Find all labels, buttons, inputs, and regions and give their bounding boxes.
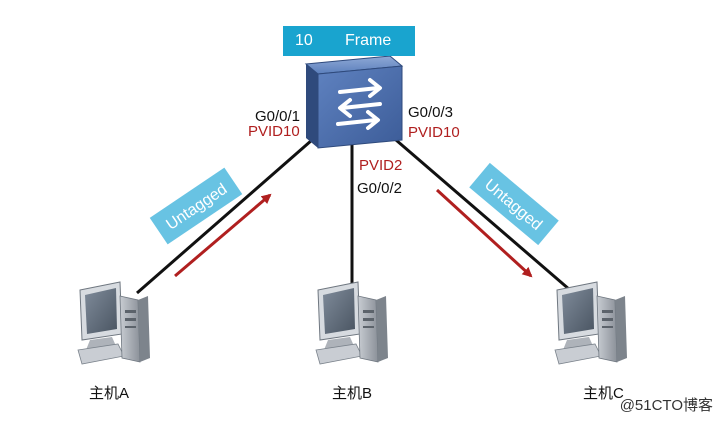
computer-icon bbox=[77, 281, 151, 365]
port-left-pvid: PVID10 bbox=[248, 123, 300, 140]
watermark: @51CTO博客 bbox=[619, 397, 713, 414]
port-middle-name: G0/0/2 bbox=[357, 180, 403, 197]
frame-header: 10 Frame bbox=[283, 26, 415, 56]
link-switch-host-c bbox=[395, 138, 578, 298]
arrow-inbound bbox=[174, 193, 272, 278]
port-left-name: G0/0/1 bbox=[255, 108, 301, 125]
port-right-pvid: PVID10 bbox=[408, 124, 460, 141]
frame-label: Frame bbox=[345, 32, 392, 49]
untagged-tag-left: Untagged bbox=[149, 167, 243, 245]
port-middle-pvid: PVID2 bbox=[359, 157, 403, 174]
computer-icon bbox=[315, 281, 389, 365]
host-a-label: 主机A bbox=[89, 385, 130, 402]
link-switch-host-a bbox=[136, 138, 313, 295]
computer-icon bbox=[554, 281, 628, 365]
switch-icon bbox=[304, 55, 404, 149]
arrow-outbound bbox=[435, 188, 533, 278]
host-b-label: 主机B bbox=[332, 385, 373, 402]
frame-vlan-id: 10 bbox=[295, 32, 313, 49]
port-right-name: G0/0/3 bbox=[408, 104, 454, 121]
host-c-label: 主机C bbox=[583, 385, 624, 402]
